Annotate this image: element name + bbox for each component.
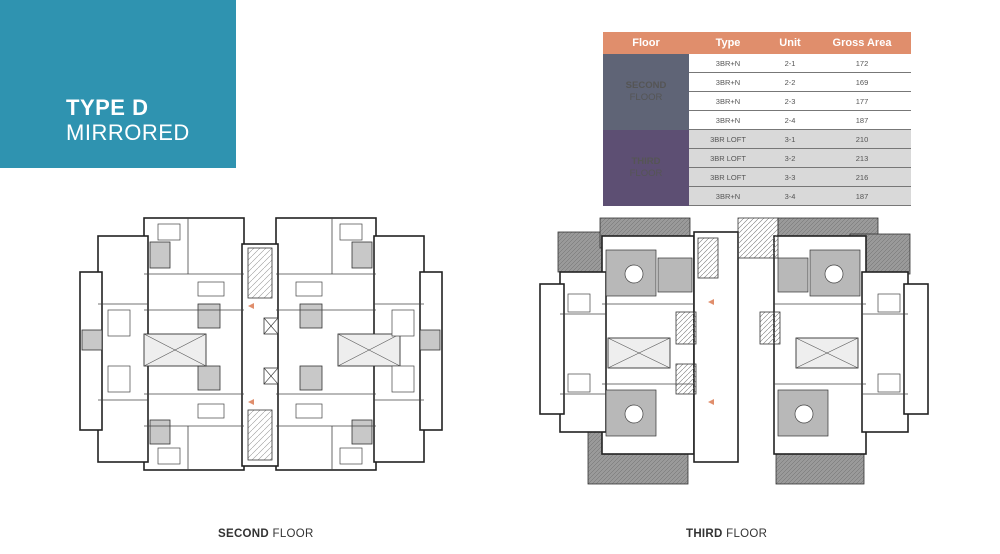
floor-group-label: THIRD xyxy=(631,155,661,167)
floor-group-second: SECOND FLOOR xyxy=(603,54,689,130)
table-row: 3BR LOFT 3-2 213 xyxy=(603,148,911,168)
cell-type: 3BR+N xyxy=(689,186,767,206)
caption-light: FLOOR xyxy=(726,528,768,540)
cell-area: 187 xyxy=(813,186,911,206)
col-header-floor: Floor xyxy=(603,32,689,54)
cell-unit: 3-2 xyxy=(767,148,813,168)
cell-type: 3BR LOFT xyxy=(689,129,767,149)
cell-area: 210 xyxy=(813,129,911,149)
caption-bold: SECOND xyxy=(218,528,270,540)
cell-type: 3BR+N xyxy=(689,54,767,73)
cell-area: 187 xyxy=(813,110,911,130)
table-row: 3BR+N 2-3 177 xyxy=(603,91,911,111)
floor-group-label: SECOND xyxy=(625,79,667,91)
cell-area: 216 xyxy=(813,167,911,187)
table-row: SECOND FLOOR 3BR+N 2-1 172 xyxy=(603,54,911,130)
cell-type: 3BR+N xyxy=(689,110,767,130)
floor-group-sublabel: FLOOR xyxy=(629,167,663,179)
cell-unit: 3-1 xyxy=(767,129,813,149)
title-panel: TYPE D MIRRORED xyxy=(0,0,236,168)
table-row: 3BR+N 3-4 187 xyxy=(603,186,911,206)
cell-type: 3BR+N xyxy=(689,72,767,92)
cell-unit: 2-3 xyxy=(767,91,813,111)
cell-type: 3BR LOFT xyxy=(689,148,767,168)
cell-area: 169 xyxy=(813,72,911,92)
cell-unit: 2-4 xyxy=(767,110,813,130)
unit-area-table: Floor Type Unit Gross Area SECOND FLOOR … xyxy=(603,32,911,206)
second-floor-plan xyxy=(79,217,443,471)
cell-unit: 3-4 xyxy=(767,186,813,206)
col-header-type: Type xyxy=(689,32,767,54)
col-header-unit: Unit xyxy=(767,32,813,54)
table-row: 3BR+N 2-2 169 xyxy=(603,72,911,92)
third-floor-caption: THIRD FLOOR xyxy=(686,528,767,540)
table-row: 3BR+N 2-4 187 xyxy=(603,110,911,130)
table-row: 3BR LOFT 3-3 216 xyxy=(603,167,911,187)
cell-area: 213 xyxy=(813,148,911,168)
second-floor-caption: SECOND FLOOR xyxy=(218,528,314,540)
col-header-gross-area: Gross Area xyxy=(813,32,911,54)
cell-area: 172 xyxy=(813,54,911,73)
caption-bold: THIRD xyxy=(686,528,723,540)
page-subtitle: MIRRORED xyxy=(66,120,190,145)
cell-type: 3BR LOFT xyxy=(689,167,767,187)
cell-unit: 2-1 xyxy=(767,54,813,73)
cell-unit: 2-2 xyxy=(767,72,813,92)
caption-light: FLOOR xyxy=(272,528,314,540)
third-floor-plan xyxy=(539,217,929,485)
cell-unit: 3-3 xyxy=(767,167,813,187)
table-row: THIRD FLOOR 3BR LOFT 3-1 210 xyxy=(603,129,911,206)
page-title: TYPE D xyxy=(66,95,149,120)
cell-type: 3BR+N xyxy=(689,91,767,111)
floor-group-sublabel: FLOOR xyxy=(629,91,663,103)
floor-group-third: THIRD FLOOR xyxy=(603,129,689,206)
cell-area: 177 xyxy=(813,91,911,111)
table-header-row: Floor Type Unit Gross Area xyxy=(603,32,911,54)
